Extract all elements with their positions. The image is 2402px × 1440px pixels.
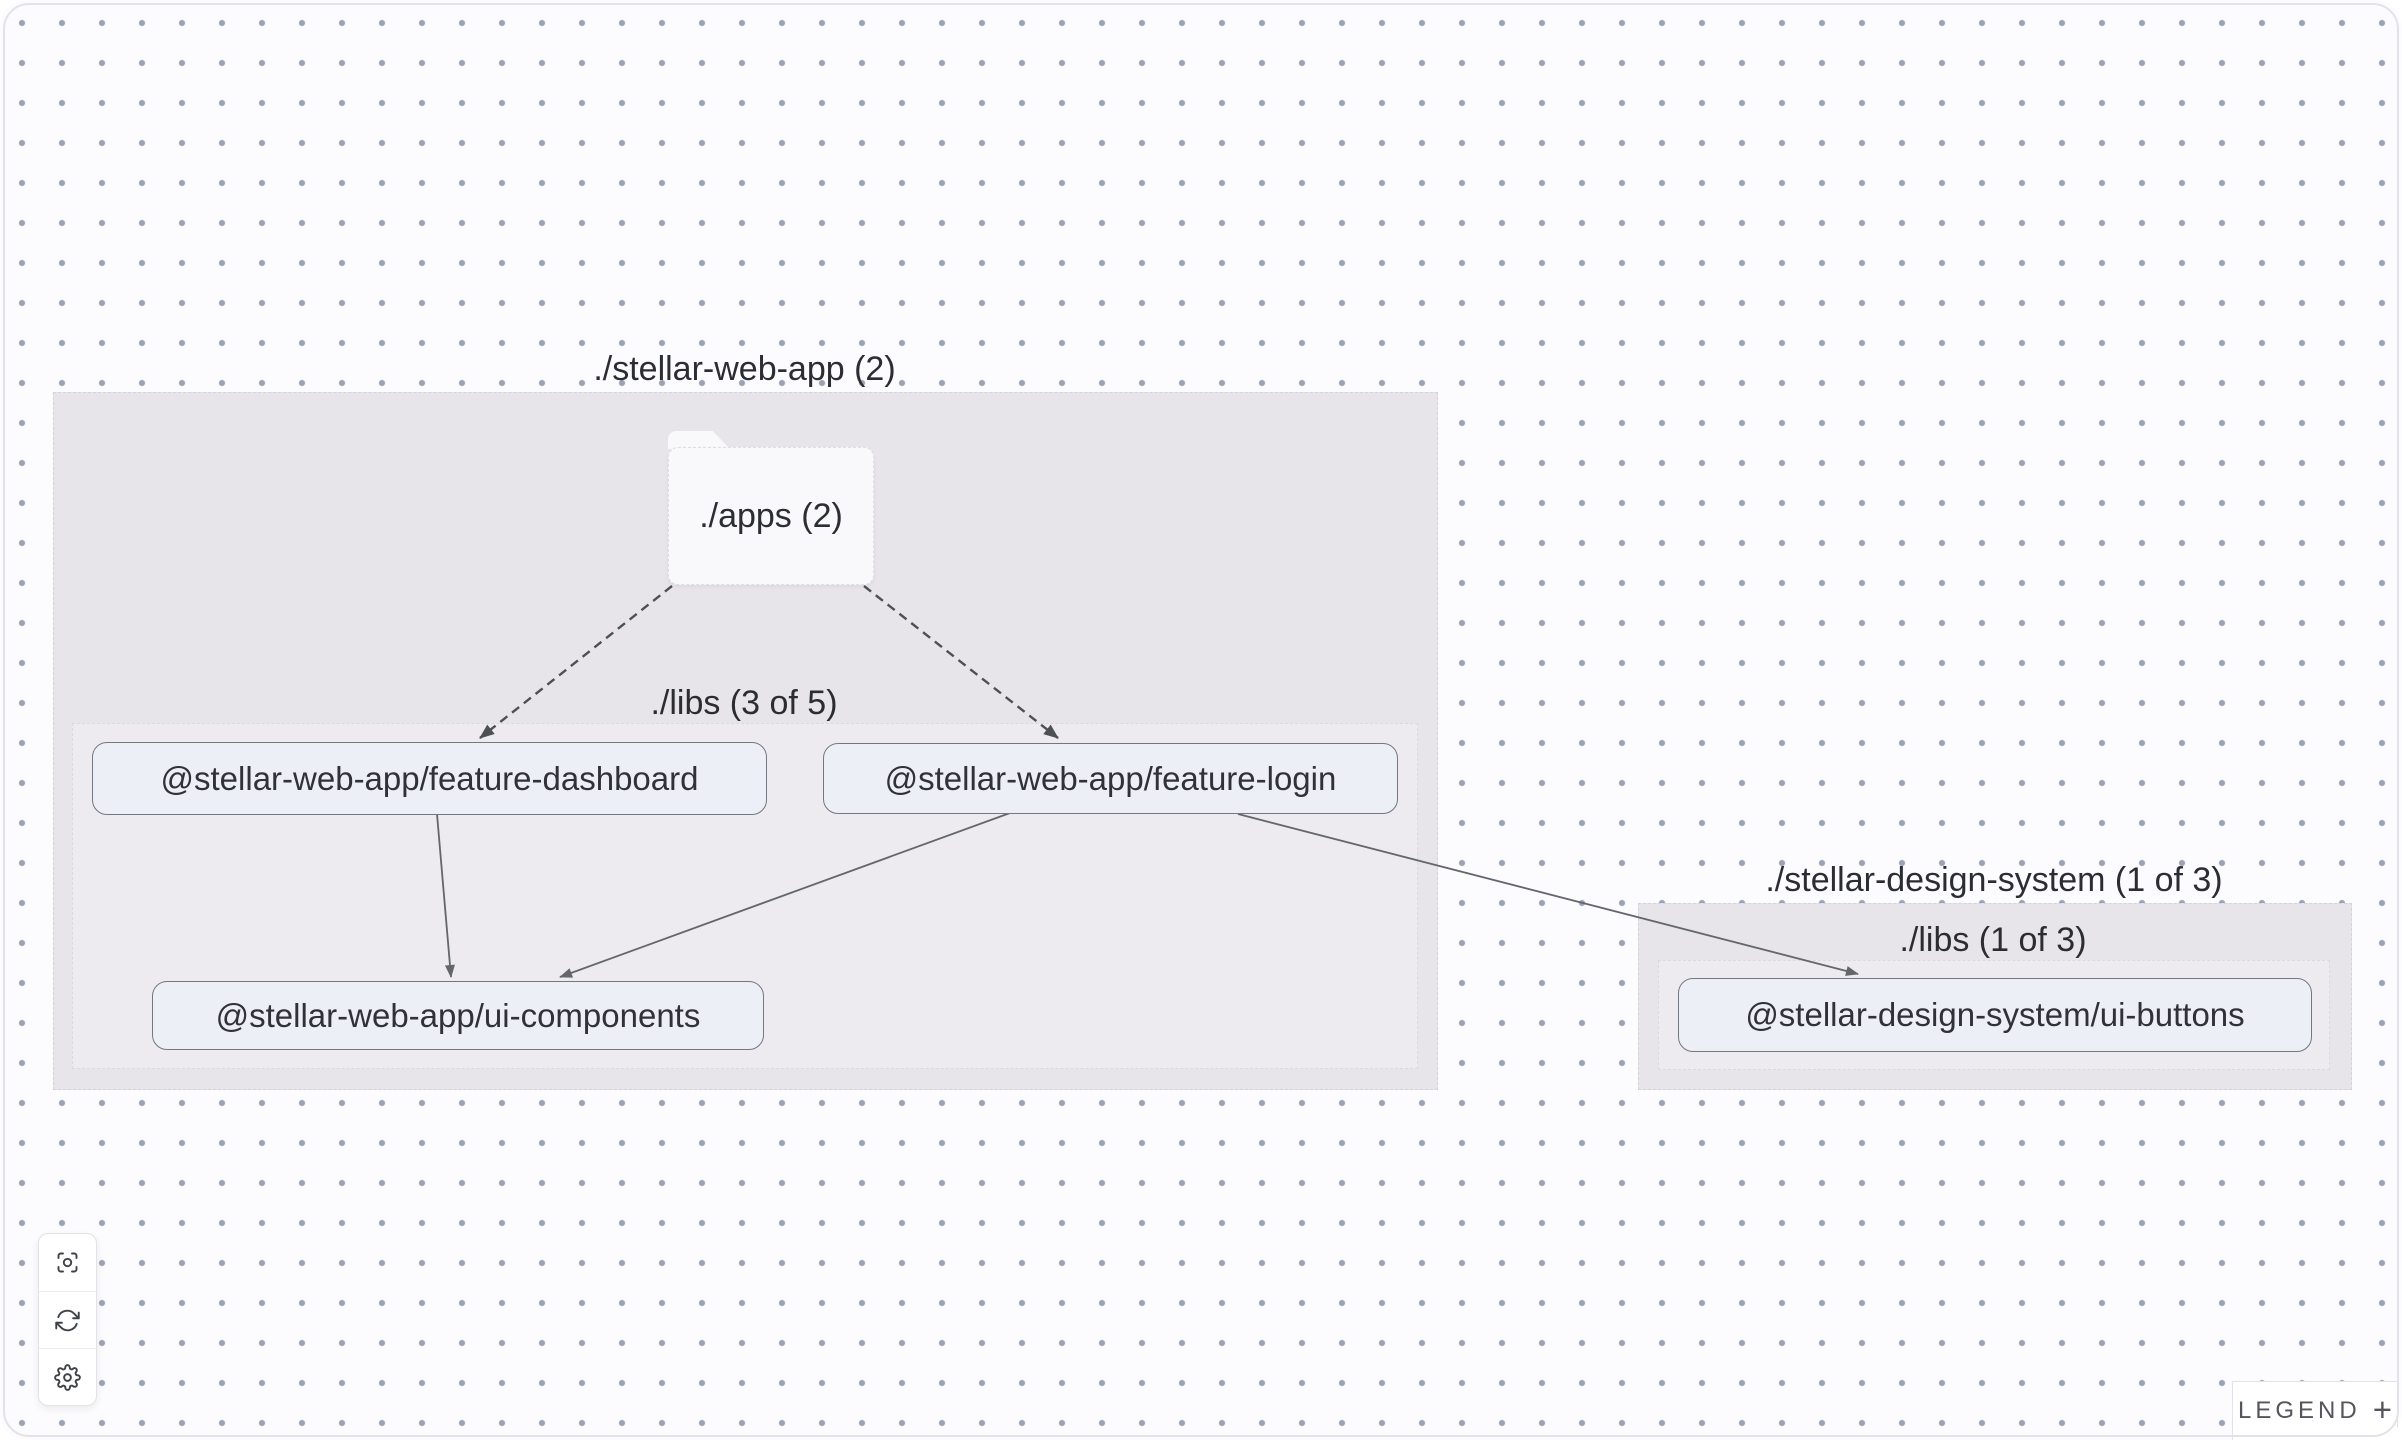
folder-node-apps[interactable]: ./apps (2) xyxy=(668,447,874,585)
edge-feature-login-to-ui-components xyxy=(559,812,1011,978)
center-graph-button[interactable] xyxy=(39,1234,96,1291)
group-title-stellar-design-system: ./stellar-design-system (1 of 3) xyxy=(1765,861,2223,899)
legend-button[interactable]: LEGEND + xyxy=(2232,1381,2398,1440)
project-node-ui-components[interactable]: @stellar-web-app/ui-components xyxy=(152,981,764,1050)
focus-icon xyxy=(57,1252,78,1273)
project-node-ui-buttons[interactable]: @stellar-design-system/ui-buttons xyxy=(1678,978,2312,1052)
gear-icon xyxy=(54,1363,81,1391)
refresh-icon xyxy=(55,1309,80,1331)
graph-toolbar xyxy=(38,1233,97,1406)
folder-tab xyxy=(668,431,730,449)
project-node-feature-login[interactable]: @stellar-web-app/feature-login xyxy=(823,743,1398,814)
group-title-stellar-web-app: ./stellar-web-app (2) xyxy=(593,350,896,388)
legend-label: LEGEND xyxy=(2238,1397,2361,1424)
settings-button[interactable] xyxy=(39,1348,96,1405)
subgroup-label-libs-design-system: ./libs (1 of 3) xyxy=(1899,921,2087,959)
subgroup-label-libs-web-app: ./libs (3 of 5) xyxy=(650,684,838,722)
plus-icon: + xyxy=(2372,1390,2392,1428)
refresh-graph-button[interactable] xyxy=(39,1291,96,1348)
folder-node-label: ./apps (2) xyxy=(699,496,843,535)
edge-apps-to-feature-dashboard xyxy=(479,585,673,739)
edge-apps-to-feature-login xyxy=(863,585,1059,739)
edge-feature-dashboard-to-ui-components xyxy=(436,813,455,978)
project-node-feature-dashboard[interactable]: @stellar-web-app/feature-dashboard xyxy=(92,742,767,815)
edge-feature-login-to-ui-buttons xyxy=(1237,813,1859,976)
